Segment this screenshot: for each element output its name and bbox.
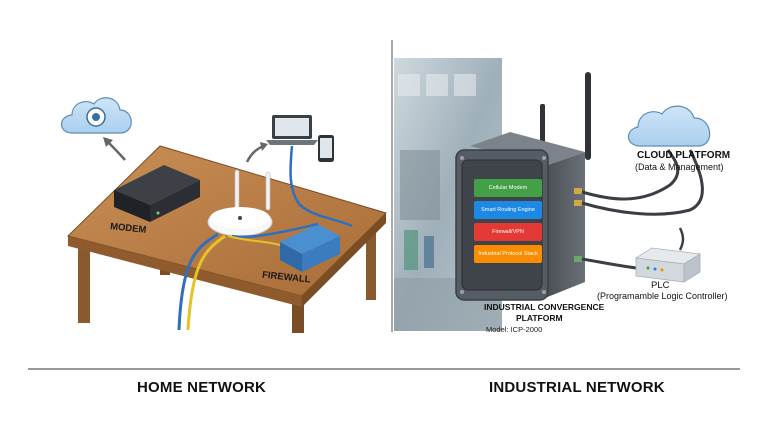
plc-subtitle: (Programamble Logic Controller) <box>597 291 728 301</box>
module-industrial-protocol-stack <box>474 245 542 263</box>
industrial-platform-device <box>455 132 585 301</box>
cable-blue-1 <box>177 232 219 331</box>
cloud-platform-title: CLOUD PLATFORM <box>637 150 731 161</box>
router-icon <box>207 169 273 237</box>
cloud-platform-icon <box>627 105 711 147</box>
cable-blue-2 <box>231 222 319 238</box>
plc-device <box>634 247 702 283</box>
cloud-platform-subtitle: (Data & Management) <box>635 162 724 172</box>
module-label-firewall-vpn: Firewall/VPN <box>492 229 524 235</box>
plc-title: PLC <box>651 280 670 291</box>
home-network-illustration <box>60 97 387 333</box>
cable-yellow-2 <box>227 235 281 246</box>
platform-model: Model: ICP-2000 <box>486 325 543 334</box>
module-label-cellular-modem: Cellular Modem <box>488 185 528 191</box>
cable-blue-3 <box>289 145 353 228</box>
module-cellular-modem <box>474 179 542 197</box>
cable-to-plc <box>581 257 637 270</box>
laptop-icon <box>266 115 318 145</box>
industrial-network-title: INDUSTRIAL NETWORK <box>489 379 665 396</box>
cable-to-cloud-2 <box>581 149 704 216</box>
industrial-network-illustration <box>394 58 711 331</box>
module-label-industrial-protocol-stack: Industrial Protocol Stack <box>478 251 538 257</box>
antenna-left <box>540 104 545 146</box>
cable-to-cloud-1 <box>581 149 680 201</box>
module-label-smart-routing-engine: Smart Routing Engine <box>481 207 535 213</box>
platform-title-line2: PLATFORM <box>516 313 563 323</box>
firewall-device <box>280 224 340 272</box>
platform-title-line1: INDUSTRIAL CONVERGENCE <box>484 302 605 312</box>
cloud-icon <box>60 97 132 134</box>
module-firewall-vpn <box>474 223 542 241</box>
phone-icon <box>318 135 334 162</box>
module-smart-routing-engine <box>474 201 542 219</box>
modem-device <box>114 165 200 222</box>
antenna-right <box>585 72 591 160</box>
cable-yellow <box>186 234 226 331</box>
home-network-title: HOME NETWORK <box>137 379 267 396</box>
